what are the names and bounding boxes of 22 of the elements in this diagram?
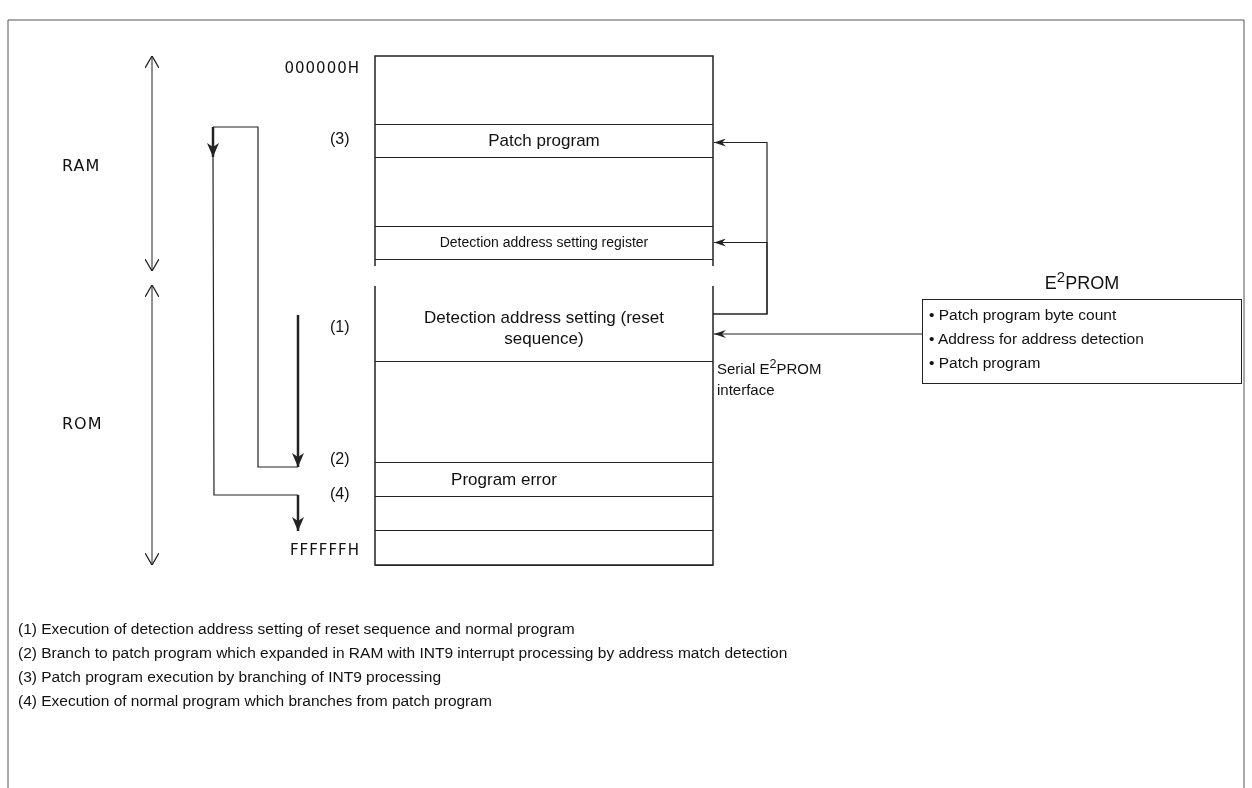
region-label: Detection address setting register — [439, 233, 649, 252]
region-label: Patch program — [488, 130, 600, 151]
footnote: (1) Execution of detection address setting of reset sequence and normal program — [18, 620, 575, 638]
step-number: (2) — [330, 450, 350, 468]
arrow — [713, 330, 923, 338]
memory-title: E$^{2}$PROM — [1043, 267, 1121, 295]
list-item: • Patch program byte count — [929, 305, 1118, 325]
memory-area-label: ROM — [62, 414, 103, 433]
memory-area-label: RAM — [62, 156, 101, 175]
address-label: 000000H — [284, 59, 360, 77]
list-item: • Address for address detection — [929, 329, 1145, 349]
region-label: Detection address setting (reset sequence) — [423, 306, 665, 349]
step-number: (3) — [330, 130, 350, 148]
address-label: FFFFFFH — [289, 541, 360, 559]
footnote: (2) Branch to patch program which expanded in RAM with INT9 interrupt processing by address match detection — [18, 644, 788, 662]
region-label: Program error — [451, 468, 557, 490]
step-number: (4) — [330, 485, 350, 503]
list-item: • Patch program — [929, 353, 1042, 373]
footnote: (4) Execution of normal program which branches from patch program — [18, 692, 492, 710]
footnote: (3) Patch program execution by branching of INT9 processing — [18, 668, 442, 686]
step-number: (1) — [330, 318, 350, 336]
arrow — [712, 238, 768, 315]
